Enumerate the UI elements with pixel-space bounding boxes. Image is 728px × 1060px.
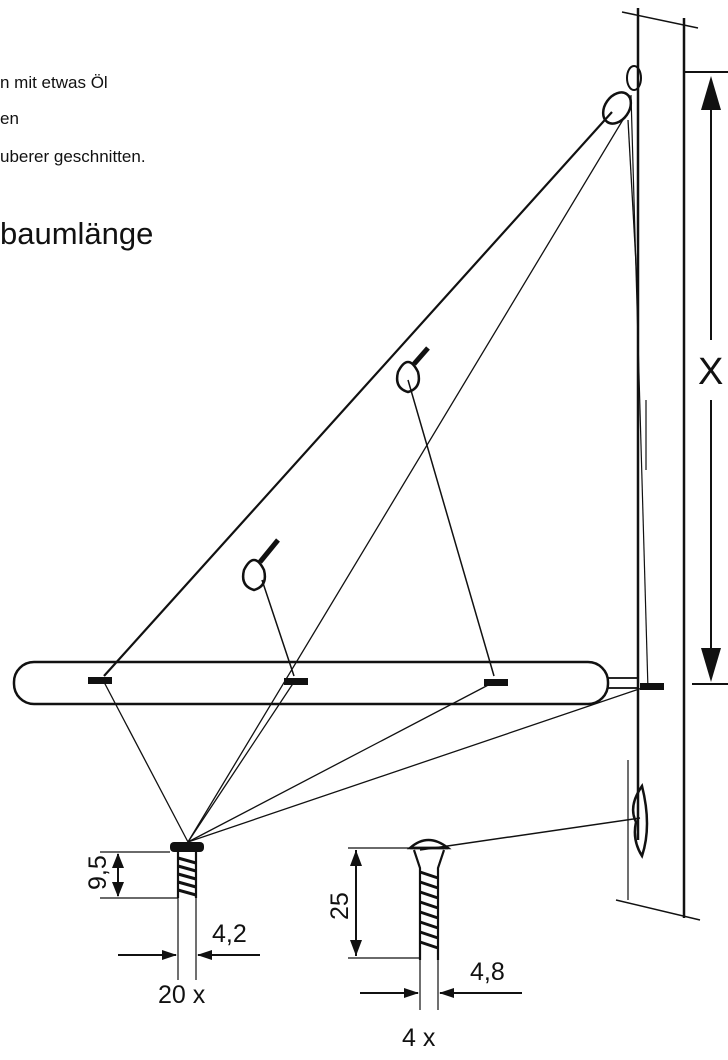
mast xyxy=(615,8,701,921)
instruction-line-2: en xyxy=(0,109,19,128)
screw-small-length: 9,5 xyxy=(84,855,112,890)
boom xyxy=(12,660,664,706)
rigging-block-upper xyxy=(395,346,430,394)
screw-large-length: 25 xyxy=(326,892,354,920)
cleat xyxy=(631,783,649,859)
screw-small-count: 20 x xyxy=(158,981,206,1009)
screw-small xyxy=(100,842,260,980)
instruction-line-1: n mit etwas Öl xyxy=(0,73,108,92)
dimension-x-label: X xyxy=(698,351,723,393)
rigging-block-lower xyxy=(241,538,280,592)
screw-large-count: 4 x xyxy=(402,1024,436,1052)
screw-large xyxy=(348,838,522,1010)
screw-large-diameter: 4,8 xyxy=(470,958,505,986)
section-heading: baumlänge xyxy=(0,216,153,251)
screw-small-diameter: 4,2 xyxy=(212,920,247,948)
instruction-line-3: uberer geschnitten. xyxy=(0,147,146,166)
dimension-x: X xyxy=(684,71,728,685)
mast-top-block xyxy=(601,65,642,125)
rigging-lines xyxy=(103,94,649,851)
